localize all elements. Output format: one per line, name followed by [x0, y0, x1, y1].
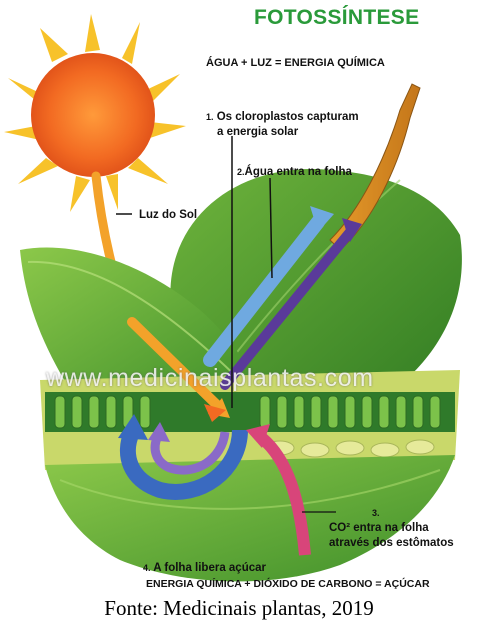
- label-sugar: 4. A folha libera açúcar: [143, 561, 266, 575]
- label-co2-num: 3.: [372, 506, 380, 520]
- label-chloroplasts-num: 1.: [206, 112, 214, 122]
- equation-top: ÁGUA + LUZ = ENERGIA QUÍMICA: [206, 57, 385, 69]
- label-water: 2.Água entra na folha: [237, 165, 352, 179]
- label-water-num: 2.: [237, 167, 245, 177]
- label-chloroplasts-line1: Os cloroplastos capturam: [217, 111, 359, 123]
- label-chloroplasts: 1. Os cloroplastos capturam: [206, 110, 359, 124]
- figure-caption: Fonte: Medicinais plantas, 2019: [0, 596, 478, 621]
- watermark: www.medicinaisplantas.com: [46, 364, 374, 393]
- diagram-title: FOTOSSÍNTESE: [254, 6, 419, 30]
- label-sunlight: Luz do Sol: [139, 208, 197, 222]
- label-water-text: Água entra na folha: [245, 166, 352, 178]
- label-co2-line2: através dos estômatos: [329, 536, 454, 550]
- label-co2-line1: CO² entra na folha: [329, 521, 429, 535]
- equation-bottom: ENERGIA QUÍMICA + DIÓXIDO DE CARBONO = A…: [146, 578, 430, 590]
- label-sugar-text: A folha libera açúcar: [153, 562, 266, 574]
- label-chloroplasts-line2: a energia solar: [217, 125, 298, 139]
- label-sugar-num: 4.: [143, 563, 151, 573]
